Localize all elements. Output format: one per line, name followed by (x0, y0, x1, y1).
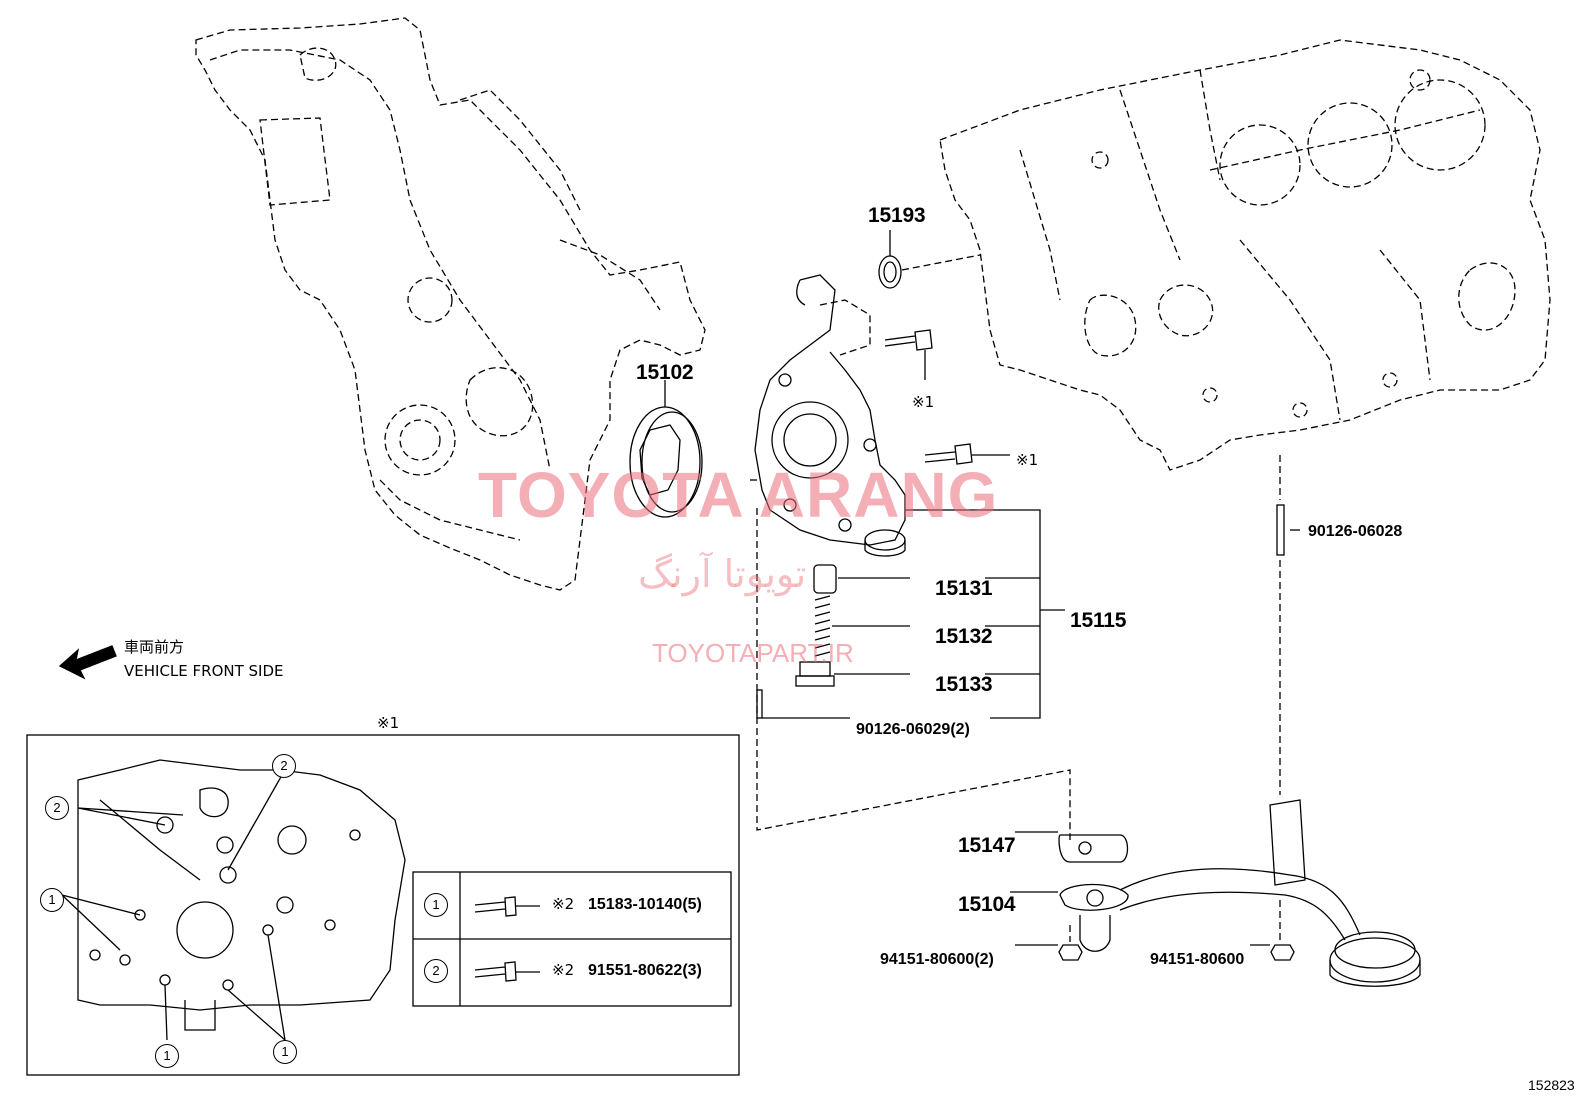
part-number-15132[interactable]: 15132 (935, 625, 993, 648)
direction-label-jp: 車両前方 (124, 638, 185, 656)
part-number-90126-06028[interactable]: 90126-06028 (1308, 523, 1403, 540)
table-key-2: 2 (424, 959, 448, 983)
inset-callout-2-a: 2 (45, 796, 69, 820)
figure-id: 152823 (1528, 1077, 1575, 1093)
part-number-90126-06029[interactable]: 90126-06029(2) (856, 721, 970, 738)
vehicle-front-arrow-icon (58, 645, 117, 680)
part-number-15133[interactable]: 15133 (935, 673, 993, 696)
nut-illustrations (1015, 900, 1295, 961)
table-note-row-1: ※2 (552, 895, 575, 913)
inset-callout-1-c: 1 (273, 1040, 297, 1064)
bolt-illustrations (884, 329, 1010, 465)
table-part-row-1[interactable]: 15183-10140(5) (588, 896, 702, 913)
timing-cover-illustration (195, 17, 706, 591)
oil-seal-15193-illustration (878, 230, 981, 289)
note-marker-1-upper: ※1 (912, 393, 935, 411)
table-key-1: 1 (424, 893, 448, 917)
direction-label-en: VEHICLE FRONT SIDE (124, 662, 284, 680)
note-marker-1-lower: ※1 (1016, 451, 1039, 469)
table-part-row-2[interactable]: 91551-80622(3) (588, 962, 702, 979)
inset-box (26, 734, 740, 1076)
oil-strainer-illustration (1010, 799, 1421, 987)
part-number-94151-80600[interactable]: 94151-80600 (1150, 951, 1245, 968)
inset-callout-1-b: 1 (155, 1044, 179, 1068)
inset-callout-2-b: 2 (272, 754, 296, 778)
stud-90126-06028-illustration (1276, 455, 1300, 795)
part-number-15102[interactable]: 15102 (636, 361, 694, 384)
group-bracket-15115 (756, 508, 1071, 840)
watermark-persian: تویوتا آرنگ (638, 552, 807, 596)
relief-valve-illustrations (756, 564, 910, 719)
table-note-row-2: ※2 (552, 961, 575, 979)
inset-title: ※1 (377, 714, 400, 732)
watermark-brand: TOYOTA ARANG (478, 459, 999, 531)
oil-pump-rotor-15102-illustration (629, 380, 703, 518)
part-number-15115[interactable]: 15115 (1070, 609, 1127, 632)
part-number-15131[interactable]: 15131 (935, 577, 993, 600)
watermark-url: TOYOTAPART.IR (652, 638, 854, 668)
part-number-15147[interactable]: 15147 (958, 834, 1016, 857)
part-number-15193[interactable]: 15193 (868, 204, 926, 227)
oil-pump-illustration (750, 274, 906, 557)
inset-callout-1-a: 1 (40, 888, 64, 912)
part-number-15104[interactable]: 15104 (958, 893, 1016, 916)
engine-block-illustration (939, 39, 1551, 471)
part-number-94151-80600-2[interactable]: 94151-80600(2) (880, 951, 994, 968)
